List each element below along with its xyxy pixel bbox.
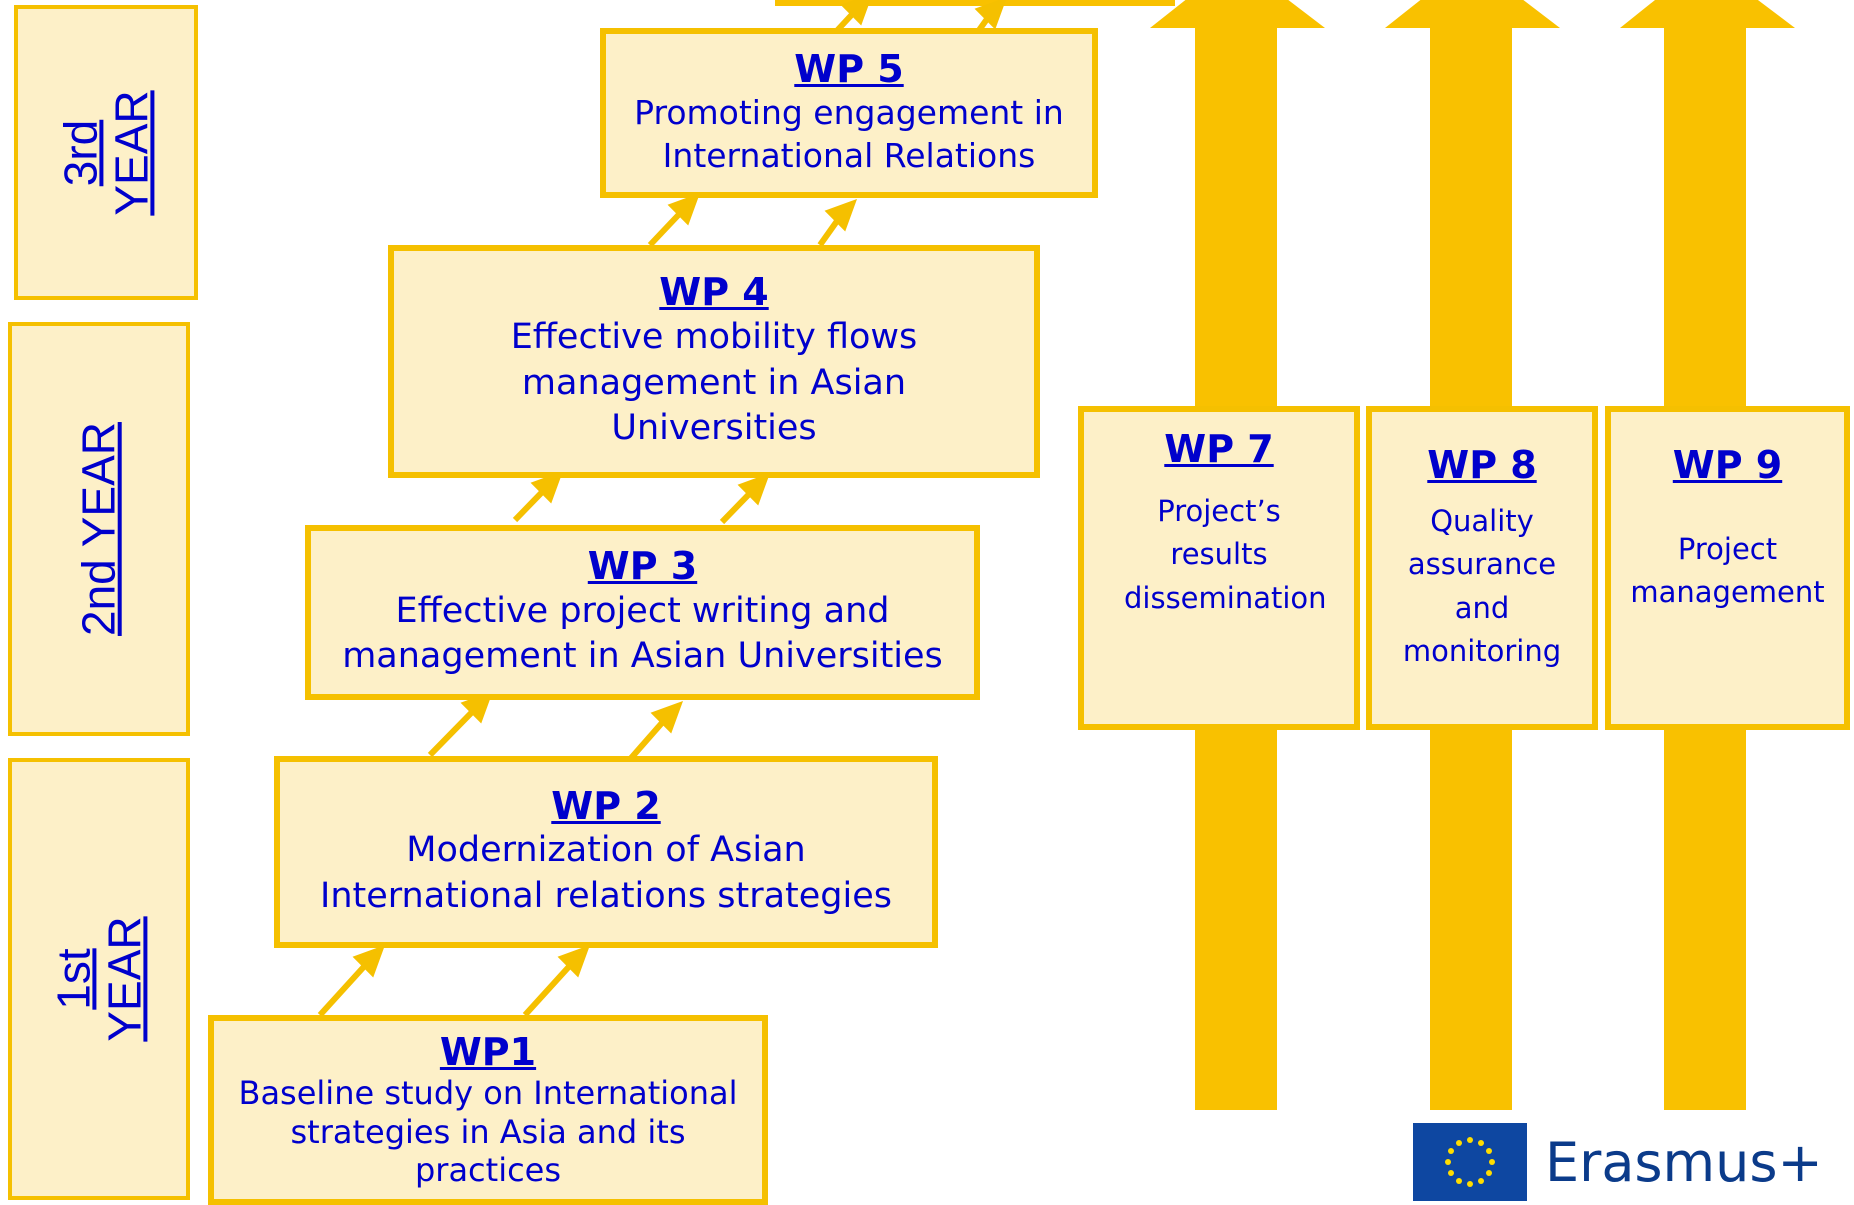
wp8-box: WP 8 Quality assurance and monitoring [1366, 406, 1598, 730]
wp5-box: WP 5 Promoting engagement in Internation… [600, 28, 1098, 198]
wp7-description: Project’s results dissemination [1124, 493, 1327, 615]
wp4-title: WP 4 [659, 270, 769, 315]
wp7-title: WP 7 [1164, 427, 1274, 471]
wp3-box: WP 3 Effective project writing and manag… [305, 525, 980, 700]
wp4-box: WP 4 Effective mobility flows management… [388, 245, 1040, 478]
erasmus-logo: Erasmus+ [1413, 1123, 1823, 1201]
erasmus-wordmark: Erasmus+ [1545, 1130, 1823, 1194]
eu-flag-icon [1413, 1123, 1527, 1201]
wp9-title: WP 9 [1672, 443, 1783, 487]
wp1-title: WP1 [439, 1029, 537, 1074]
wp2-box: WP 2 Modernization of Asian Internationa… [274, 756, 938, 948]
wp9-box: WP 9 Project management [1605, 406, 1850, 730]
wp1-box: WP1 Baseline study on International stra… [208, 1015, 768, 1205]
wp8-description: Quality assurance and monitoring [1402, 503, 1562, 669]
top-bar [775, 0, 1175, 6]
wp2-description: Modernization of Asian International rel… [320, 830, 892, 916]
wp1-description: Baseline study on International strategi… [238, 1074, 738, 1190]
wp3-title: WP 3 [587, 544, 698, 589]
year-band-2nd: 2nd YEAR [8, 322, 190, 736]
wp8-title: WP 8 [1427, 443, 1537, 487]
wp2-title: WP 2 [551, 783, 661, 828]
wp5-description: Promoting engagement in International Re… [634, 92, 1064, 175]
wp3-description: Effective project writing and management… [342, 590, 943, 677]
wp7-box: WP 7 Project’s results dissemination [1078, 406, 1360, 730]
wp4-description: Effective mobility flows management in A… [510, 317, 918, 449]
year-label-2nd: 2nd YEAR [72, 422, 125, 636]
wp5-title: WP 5 [794, 47, 904, 92]
wp9-description: Project management [1630, 531, 1825, 610]
